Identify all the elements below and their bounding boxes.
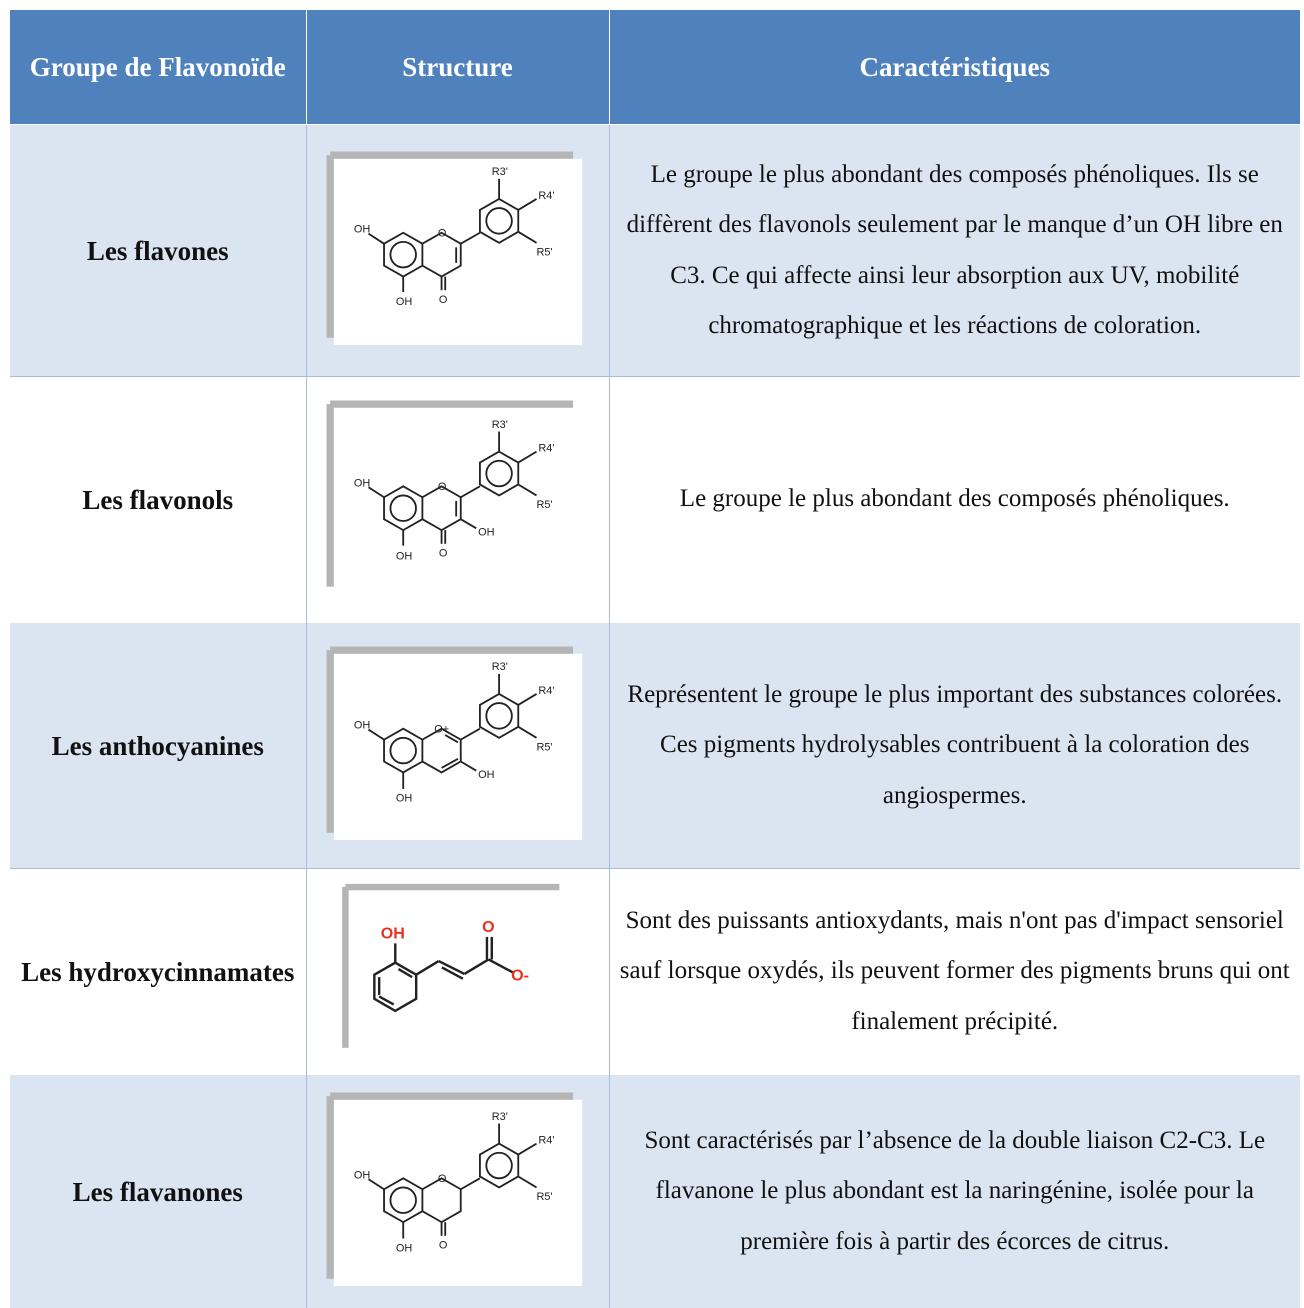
r3-label: R3' bbox=[491, 418, 507, 430]
r3-label: R3' bbox=[491, 166, 507, 178]
group-name: Les hydroxycinnamates bbox=[10, 869, 306, 1075]
oh-label: OH bbox=[395, 1242, 411, 1254]
hydroxycinnamate-structure-icon: OH O O- bbox=[319, 879, 597, 1064]
oh-label: OH bbox=[353, 477, 369, 489]
structure-cell: OH OH OH O O R3' R4' R5' bbox=[306, 377, 609, 623]
flavonol-structure-icon: OH OH OH O O R3' R4' R5' bbox=[319, 395, 597, 605]
r3-label: R3' bbox=[491, 661, 507, 673]
oh-label: OH bbox=[478, 768, 494, 780]
table-row: Les hydroxycinnamates bbox=[10, 869, 1300, 1075]
oxygen-label: O bbox=[438, 1239, 447, 1251]
oh-label: OH bbox=[395, 295, 411, 307]
r4-label: R4' bbox=[538, 1134, 554, 1146]
group-description: Sont caractérisés par l’absence de la do… bbox=[609, 1075, 1300, 1308]
oxygen-label: O bbox=[437, 480, 446, 492]
flavanone-structure-icon: OH OH O O R3' R4' R5' bbox=[319, 1087, 597, 1297]
flavonoid-table: Groupe de Flavonoïde Structure Caractéri… bbox=[10, 10, 1300, 1308]
oxygen-label: O bbox=[437, 1172, 446, 1184]
structure-cell: OH OH OH O+ R3' R4' R5' bbox=[306, 623, 609, 869]
table-row: Les anthocyanines bbox=[10, 623, 1300, 869]
oxygen-label: O bbox=[438, 547, 447, 559]
r5-label: R5' bbox=[536, 741, 552, 753]
r5-label: R5' bbox=[536, 499, 552, 511]
oh-label: OH bbox=[380, 925, 404, 943]
group-description: Représentent le groupe le plus important… bbox=[609, 623, 1300, 869]
r4-label: R4' bbox=[538, 684, 554, 696]
header-characteristics: Caractéristiques bbox=[609, 10, 1300, 125]
oxonium-label: O+ bbox=[434, 723, 449, 735]
header-group: Groupe de Flavonoïde bbox=[10, 10, 306, 125]
group-name: Les anthocyanines bbox=[10, 623, 306, 869]
group-description: Le groupe le plus abondant des composés … bbox=[609, 377, 1300, 623]
carboxylate-label: O- bbox=[511, 966, 529, 984]
group-description: Sont des puissants antioxydants, mais n'… bbox=[609, 869, 1300, 1075]
flavone-structure-icon: OH OH O O R3' R4' R5' bbox=[319, 146, 597, 356]
r4-label: R4' bbox=[538, 189, 554, 201]
r5-label: R5' bbox=[536, 1191, 552, 1203]
r5-label: R5' bbox=[536, 246, 552, 258]
structure-cell: OH O O- bbox=[306, 869, 609, 1075]
oh-label: OH bbox=[353, 1169, 369, 1181]
table-row: Les flavonols bbox=[10, 377, 1300, 623]
group-name: Les flavones bbox=[10, 125, 306, 377]
anthocyanin-structure-icon: OH OH OH O+ R3' R4' R5' bbox=[319, 641, 597, 851]
oh-label: OH bbox=[478, 526, 494, 538]
oh-label: OH bbox=[395, 792, 411, 804]
table-row: Les flavones bbox=[10, 125, 1300, 377]
group-name: Les flavanones bbox=[10, 1075, 306, 1308]
oh-label: OH bbox=[353, 719, 369, 731]
oxygen-label: O bbox=[438, 294, 447, 306]
oh-label: OH bbox=[395, 550, 411, 562]
oxygen-label: O bbox=[482, 918, 495, 936]
group-description: Le groupe le plus abondant des composés … bbox=[609, 125, 1300, 377]
structure-cell: OH OH O O R3' R4' R5' bbox=[306, 125, 609, 377]
oh-label: OH bbox=[353, 223, 369, 235]
oxygen-label: O bbox=[437, 227, 446, 239]
r3-label: R3' bbox=[491, 1110, 507, 1122]
group-name: Les flavonols bbox=[10, 377, 306, 623]
table-row: Les flavanones bbox=[10, 1075, 1300, 1308]
structure-cell: OH OH O O R3' R4' R5' bbox=[306, 1075, 609, 1308]
header-structure: Structure bbox=[306, 10, 609, 125]
r4-label: R4' bbox=[538, 442, 554, 454]
table-header-row: Groupe de Flavonoïde Structure Caractéri… bbox=[10, 10, 1300, 125]
